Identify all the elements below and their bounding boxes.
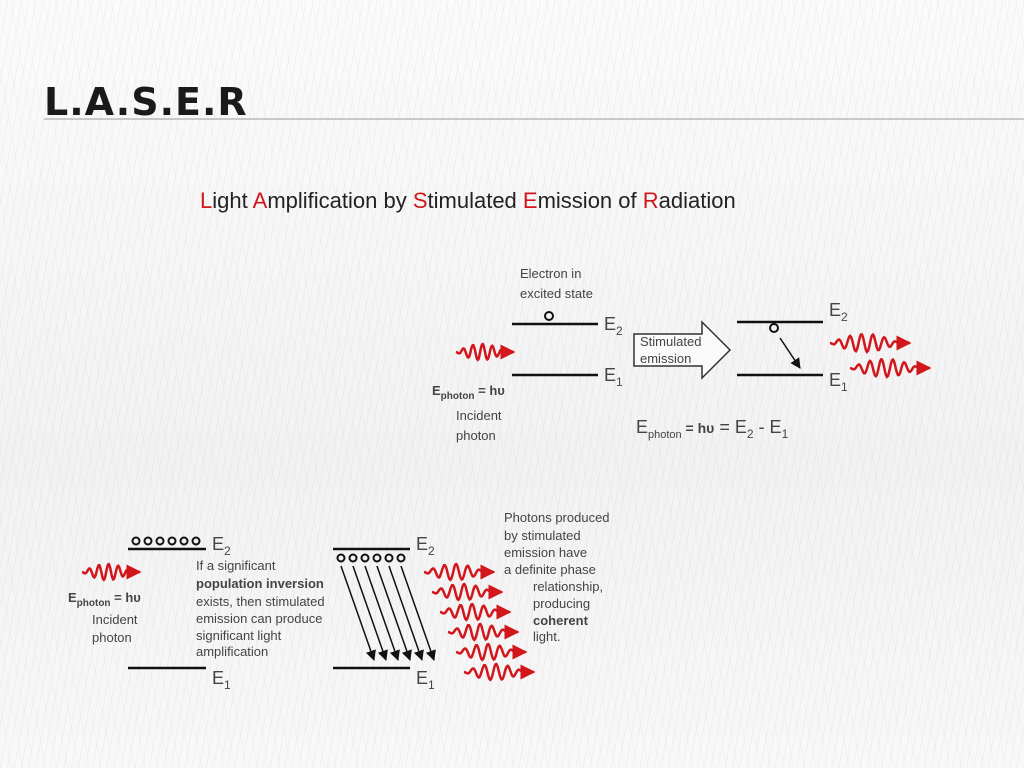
incident-photon-wave — [81, 562, 142, 582]
acronym-initial: S — [412, 188, 428, 213]
title-divider — [44, 118, 1024, 120]
population-inversion-note: If a significant population inversion ex… — [196, 558, 325, 659]
note-line: by stimulated — [504, 528, 581, 543]
transition-arrows — [340, 565, 436, 661]
level-label-e1: E1 — [416, 668, 435, 692]
photon-energy-label: Ephoton = hυ — [68, 590, 141, 609]
incident-photon-label: Incident — [456, 408, 502, 423]
transition-arrow — [364, 565, 400, 661]
decaying-electron — [769, 323, 779, 333]
level-label-e2: E2 — [604, 314, 623, 338]
electron-population — [336, 553, 406, 563]
top-diagram: Electron in excited state E2 E1 Ephoton … — [432, 266, 932, 443]
level-label-e2: E2 — [829, 300, 848, 324]
excited-electron — [372, 553, 382, 563]
incident-photon-label: Incident — [92, 612, 138, 627]
electron-label-line: excited state — [520, 286, 593, 301]
transition-arrow — [352, 565, 388, 661]
excited-electron — [167, 536, 177, 546]
emitted-photon-wave — [431, 582, 504, 602]
excited-electron — [384, 553, 394, 563]
emitted-photon-wave — [439, 602, 512, 622]
level-label-e2: E2 — [212, 534, 231, 558]
excited-electron — [155, 536, 165, 546]
slide-title: L.A.S.E.R — [44, 80, 248, 124]
transition-arrow — [376, 565, 412, 661]
note-line: coherent — [533, 613, 589, 628]
photon-energy-label: Ephoton = hυ — [432, 383, 505, 402]
stimulated-emission-arrow — [633, 320, 732, 380]
emitted-photon-wave — [423, 562, 496, 582]
excited-electron — [544, 311, 554, 321]
note-line: a definite phase — [504, 562, 596, 577]
acronym-word-part: timulated — [427, 188, 523, 213]
excited-electron — [143, 536, 153, 546]
note-line: If a significant — [196, 558, 276, 573]
incident-photon-wave — [455, 342, 516, 362]
note-line: relationship, — [533, 579, 603, 594]
acronym-initial: A — [252, 188, 268, 213]
note-line: population inversion — [196, 576, 324, 591]
emitted-photon-wave — [829, 332, 912, 354]
acronym-initial: L — [200, 188, 213, 213]
excited-electron — [396, 553, 406, 563]
electron-population — [131, 536, 201, 546]
note-line: producing — [533, 596, 590, 611]
acronym-initial: E — [522, 188, 538, 213]
excited-electron — [348, 553, 358, 563]
transition-arrow — [388, 565, 424, 661]
note-line: exists, then stimulated — [196, 594, 325, 609]
acronym-word-part: mission of — [537, 188, 643, 213]
photon-energy-equation: Ephoton = hυ = E2 - E1 — [636, 417, 789, 441]
acronym-word-part: mplification by — [267, 188, 413, 213]
note-line: emission have — [504, 545, 587, 560]
electron-transition-arrow — [779, 337, 801, 369]
incident-photon-label: photon — [456, 428, 496, 443]
incident-photon-label: photon — [92, 630, 132, 645]
level-label-e1: E1 — [212, 668, 231, 692]
excited-electron — [179, 536, 189, 546]
note-line: light. — [533, 629, 560, 644]
level-label-e2: E2 — [416, 534, 435, 558]
emitted-photon-wave — [463, 662, 536, 682]
arrow-label: Stimulated — [640, 334, 701, 349]
acronym-word-part: adiation — [658, 188, 736, 213]
note-line: significant light — [196, 628, 282, 643]
note-line: emission can produce — [196, 611, 322, 626]
acronym-word-part: ight — [212, 188, 253, 213]
note-line: Photons produced — [504, 510, 610, 525]
acronym-initial: R — [642, 188, 659, 213]
arrow-label: emission — [640, 351, 691, 366]
electron-label-line: Electron in — [520, 266, 581, 281]
transition-arrow — [400, 565, 436, 661]
coherent-photon-waves — [423, 562, 536, 682]
emitted-photon-wave — [455, 642, 528, 662]
laser-acronym-expansion: Light Amplification by Stimulated Emissi… — [200, 188, 736, 214]
excited-electron — [360, 553, 370, 563]
emitted-photon-wave — [849, 357, 932, 379]
level-label-e1: E1 — [604, 365, 623, 389]
level-label-e1: E1 — [829, 370, 848, 394]
coherent-light-note: Photons produced by stimulated emission … — [504, 510, 610, 644]
excited-electron — [191, 536, 201, 546]
emitted-photon-wave — [447, 622, 520, 642]
excited-electron — [336, 553, 346, 563]
bottom-diagram: E2 E1 Ephoton = hυ Incident photon If a … — [68, 510, 610, 692]
excited-electron — [131, 536, 141, 546]
transition-arrow — [340, 565, 376, 661]
note-line: amplification — [196, 644, 268, 659]
